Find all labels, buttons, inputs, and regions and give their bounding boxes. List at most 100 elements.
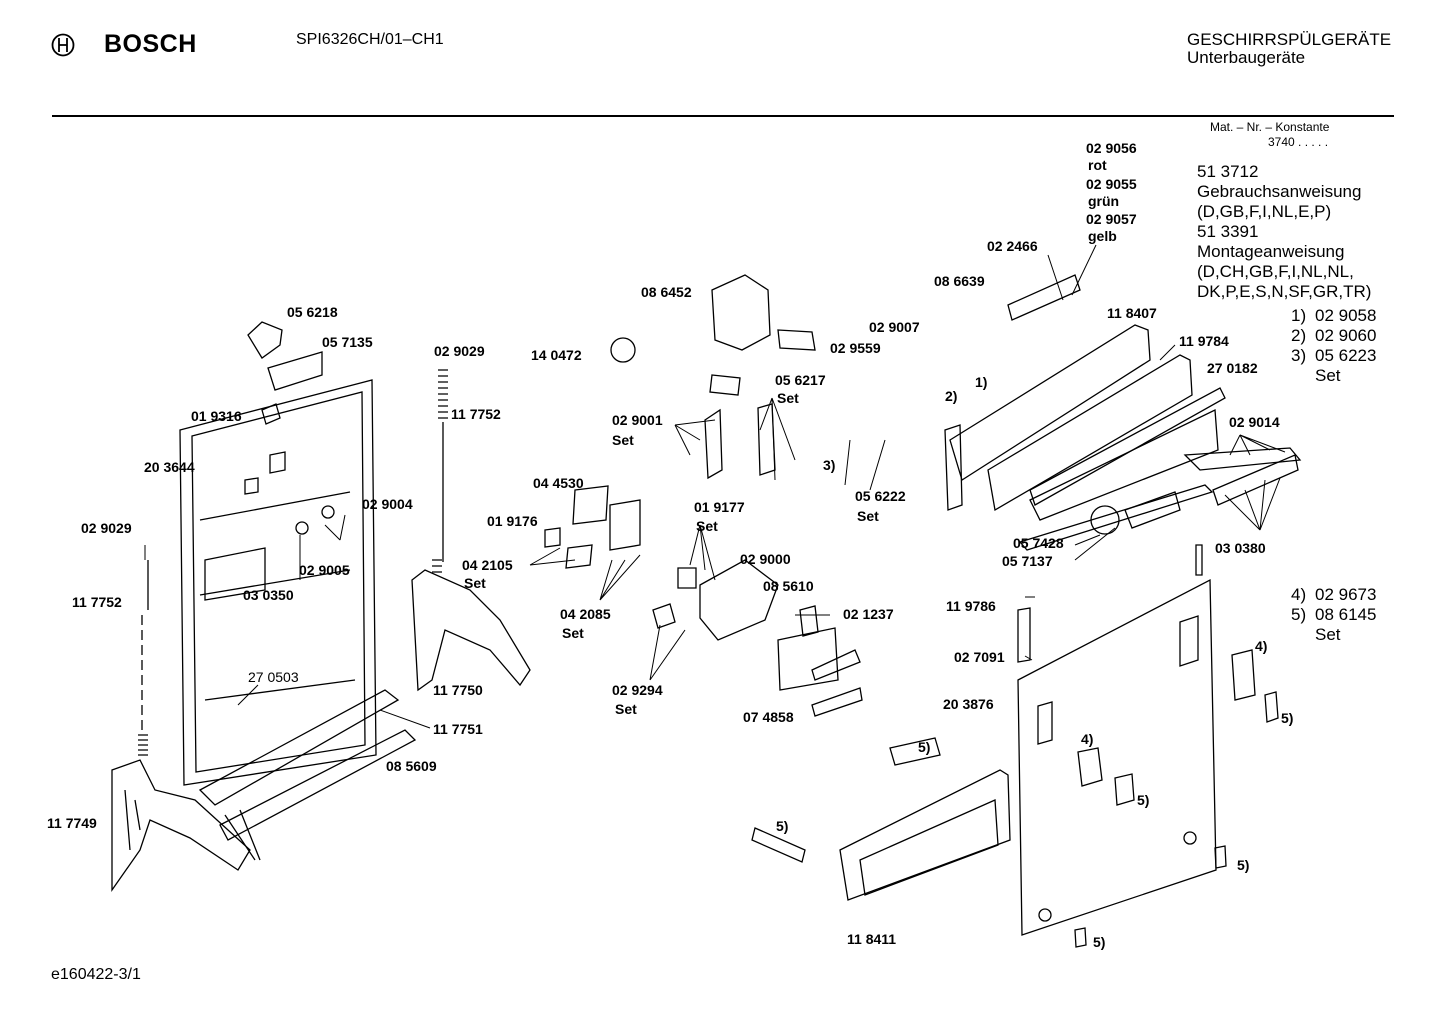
door-panel	[1018, 545, 1216, 935]
mat-value: 3740 . . . . .	[1268, 135, 1329, 149]
part-label: 01 9177	[694, 499, 745, 515]
part-label: 27 0503	[248, 669, 299, 685]
drawing-code: e160422-3/1	[51, 966, 141, 983]
note-value: 02 9673	[1315, 585, 1377, 604]
part-label: 5)	[776, 818, 789, 834]
model-number: SPI6326CH/01–CH1	[296, 31, 444, 48]
part-label: 14 0472	[531, 347, 582, 363]
header-rule	[52, 115, 1394, 117]
part-label: Set	[562, 625, 584, 641]
part-label: 11 8407	[1107, 305, 1157, 321]
part-label: 5)	[1237, 857, 1250, 873]
middle-parts	[545, 275, 862, 716]
part-label: 5)	[1137, 792, 1150, 808]
note-key: 1)	[1291, 306, 1307, 325]
part-label: 02 9057	[1086, 211, 1137, 227]
part-label: 27 0182	[1207, 360, 1258, 376]
part-label: 05 6218	[287, 304, 338, 320]
part-label: 02 9007	[869, 319, 920, 335]
note-set: Set	[1315, 366, 1341, 385]
part-label: 11 7752	[451, 406, 501, 422]
part-label: Set	[615, 701, 637, 717]
info-line-4: 51 3391	[1197, 222, 1259, 241]
info-line-1: 51 3712	[1197, 162, 1259, 181]
part-label: 11 9786	[946, 598, 996, 614]
note-value: 08 6145	[1315, 605, 1377, 624]
part-label: 03 0380	[1215, 540, 1266, 556]
category-subtitle: Unterbaugeräte	[1187, 48, 1306, 67]
part-label: 05 7428	[1013, 535, 1064, 551]
note-value: 02 9058	[1315, 306, 1377, 325]
part-label: 08 5609	[386, 758, 437, 774]
bosch-logo-icon	[51, 33, 75, 57]
part-label: 11 7750	[433, 682, 483, 698]
info-line-5: Montageanweisung	[1197, 242, 1345, 261]
part-label: 04 2085	[560, 606, 611, 622]
part-label: 1)	[975, 374, 988, 390]
part-label: 08 6639	[934, 273, 985, 289]
top-small-parts	[248, 322, 334, 534]
note-value: 05 6223	[1315, 346, 1377, 365]
part-label: 02 9004	[362, 496, 413, 512]
info-line-3: (D,GB,F,I,NL,E,P)	[1197, 202, 1332, 221]
left-hinge	[112, 760, 250, 890]
part-label: 01 9316	[191, 408, 242, 424]
note-key: 5)	[1291, 605, 1307, 624]
part-label: 05 7137	[1002, 553, 1053, 569]
info-line-7: DK,P,E,S,N,SF,GR,TR)	[1197, 282, 1372, 301]
part-label: gelb	[1088, 228, 1117, 244]
info-line-2: Gebrauchsanweisung	[1197, 182, 1362, 201]
part-label: grün	[1088, 193, 1120, 209]
door-frame	[180, 380, 376, 785]
part-label: 11 7749	[47, 815, 97, 831]
note-key: 3)	[1291, 346, 1307, 365]
part-label: 07 4858	[743, 709, 794, 725]
part-label: 02 9055	[1086, 176, 1137, 192]
brand-name: BOSCH	[104, 30, 197, 58]
part-label: 02 7091	[954, 649, 1005, 665]
note-key: 4)	[1291, 585, 1307, 604]
note-set: Set	[1315, 625, 1341, 644]
part-label: 11 8411	[847, 931, 897, 947]
part-label: 05 6217	[775, 372, 826, 388]
part-label: 02 9294	[612, 682, 663, 698]
note-value: 02 9060	[1315, 326, 1377, 345]
part-label: Set	[857, 508, 879, 524]
part-label: 5)	[918, 739, 931, 755]
part-label: 02 9559	[830, 340, 881, 356]
part-label: 03 0350	[243, 587, 294, 603]
part-label: rot	[1088, 157, 1107, 173]
right-hinge	[412, 570, 530, 690]
part-label: 4)	[1255, 638, 1268, 654]
part-label: Set	[464, 575, 486, 591]
part-label: 20 3876	[943, 696, 994, 712]
part-label: 3)	[823, 457, 836, 473]
part-label: 08 5610	[763, 578, 814, 594]
part-label: 02 9029	[81, 520, 132, 536]
category-title: GESCHIRRSPÜLGERÄTE	[1187, 30, 1392, 49]
leader-lines	[145, 245, 1285, 728]
part-label: 02 9001	[612, 412, 663, 428]
part-label: 05 6222	[855, 488, 906, 504]
part-label: 02 9029	[434, 343, 485, 359]
part-label: 01 9176	[487, 513, 538, 529]
bottom-trim	[752, 650, 1278, 947]
part-label: 5)	[1281, 710, 1294, 726]
part-label: Set	[696, 518, 718, 534]
part-label: 11 7751	[433, 721, 483, 737]
part-label: 2)	[945, 388, 958, 404]
part-label: Set	[612, 432, 634, 448]
part-label: 02 9000	[740, 551, 791, 567]
info-line-6: (D,CH,GB,F,I,NL,NL,	[1197, 262, 1354, 281]
part-label: 5)	[1093, 934, 1106, 950]
part-label: 05 7135	[322, 334, 373, 350]
part-label: Set	[777, 390, 799, 406]
part-label: 11 9784	[1179, 333, 1229, 349]
part-label: 4)	[1081, 731, 1094, 747]
left-springs	[138, 370, 448, 755]
part-label: 08 6452	[641, 284, 692, 300]
note-key: 2)	[1291, 326, 1307, 345]
part-label: 02 2466	[987, 238, 1038, 254]
part-label: 04 4530	[533, 475, 584, 491]
